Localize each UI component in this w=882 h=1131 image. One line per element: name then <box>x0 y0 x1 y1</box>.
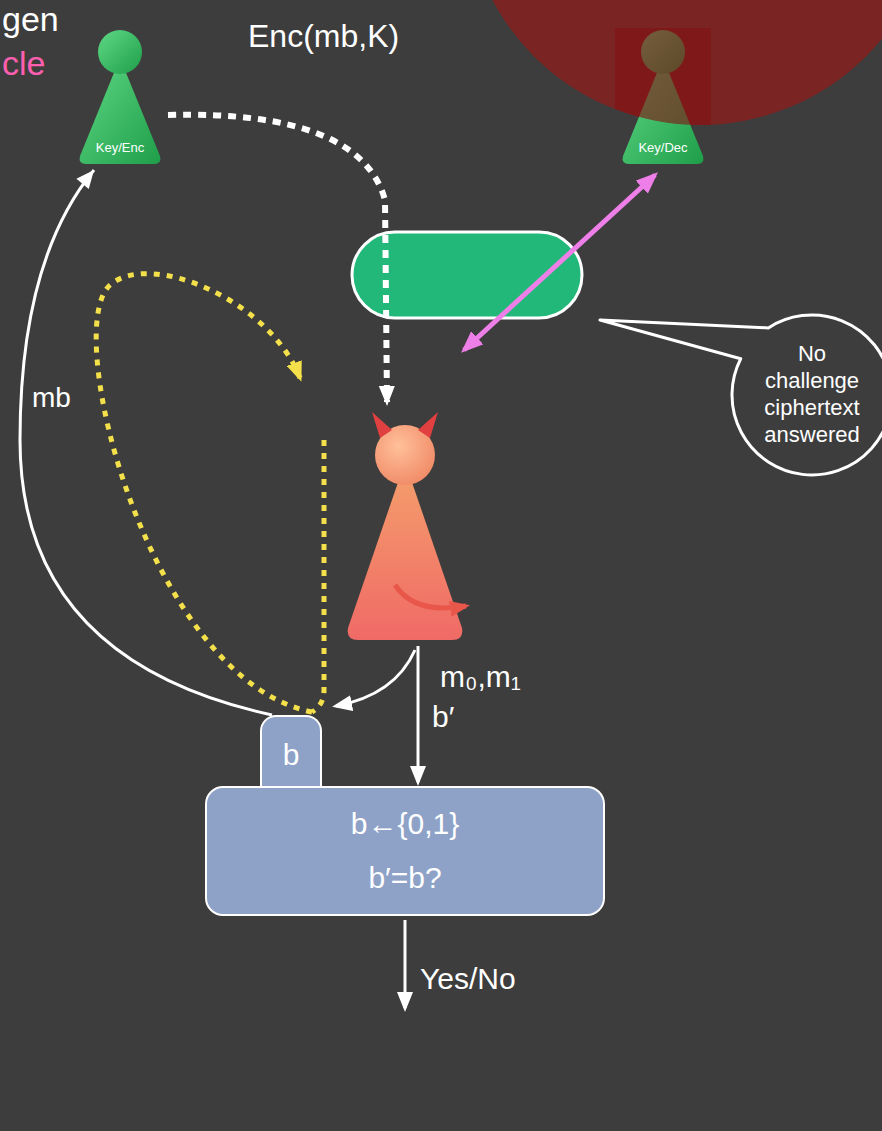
result-label: Yes/No <box>420 962 516 997</box>
figure-label: Key/Dec <box>638 140 687 155</box>
guess-arrow <box>417 646 420 782</box>
adversary-output-arrow <box>395 585 466 608</box>
key-dec-figure: Key/Dec <box>615 28 711 168</box>
yellow-dotted-line <box>312 440 324 712</box>
box-text: b <box>283 738 300 773</box>
figure-label: Key/Enc <box>96 140 144 155</box>
figure-label-holder: Key/Dec <box>615 138 711 156</box>
result-arrow <box>404 920 407 1008</box>
guess-label: b′ <box>432 700 454 735</box>
highlight-veil <box>615 28 711 125</box>
speech-bubble <box>600 315 882 475</box>
messages-arrow <box>336 650 415 706</box>
arrow-head <box>76 170 94 189</box>
adversary-horn <box>418 412 438 438</box>
adversary-horn <box>372 412 392 438</box>
connector-label: mb <box>32 382 71 414</box>
bit-tab: b <box>260 715 322 793</box>
cut-title-text: cle <box>2 44 45 83</box>
connector-line <box>20 170 272 715</box>
encryption-dotted-arrow <box>168 115 387 402</box>
key-enc-figure: Key/Enc <box>72 28 168 168</box>
callout-text: No challenge ciphertext answered <box>753 341 871 448</box>
feedback-connector <box>20 170 272 715</box>
pawn-head <box>98 30 142 74</box>
figure-label-holder: Key/Enc <box>72 138 168 156</box>
challenger-box: b←{0,1} b′=b? <box>205 786 605 916</box>
callout-bubble: No challenge ciphertext answered <box>727 310 882 480</box>
messages-label: m₀,m₁ <box>440 660 521 695</box>
highlight-disc <box>465 0 882 125</box>
yellow-dotted-loop <box>96 274 312 712</box>
adversary-body <box>348 462 463 640</box>
cut-title-text: gen <box>2 0 59 39</box>
box-text: b←{0,1} <box>351 807 459 842</box>
ciphertext-label: Enc(mb,K) <box>248 18 399 55</box>
box-text: b′=b? <box>368 861 441 896</box>
